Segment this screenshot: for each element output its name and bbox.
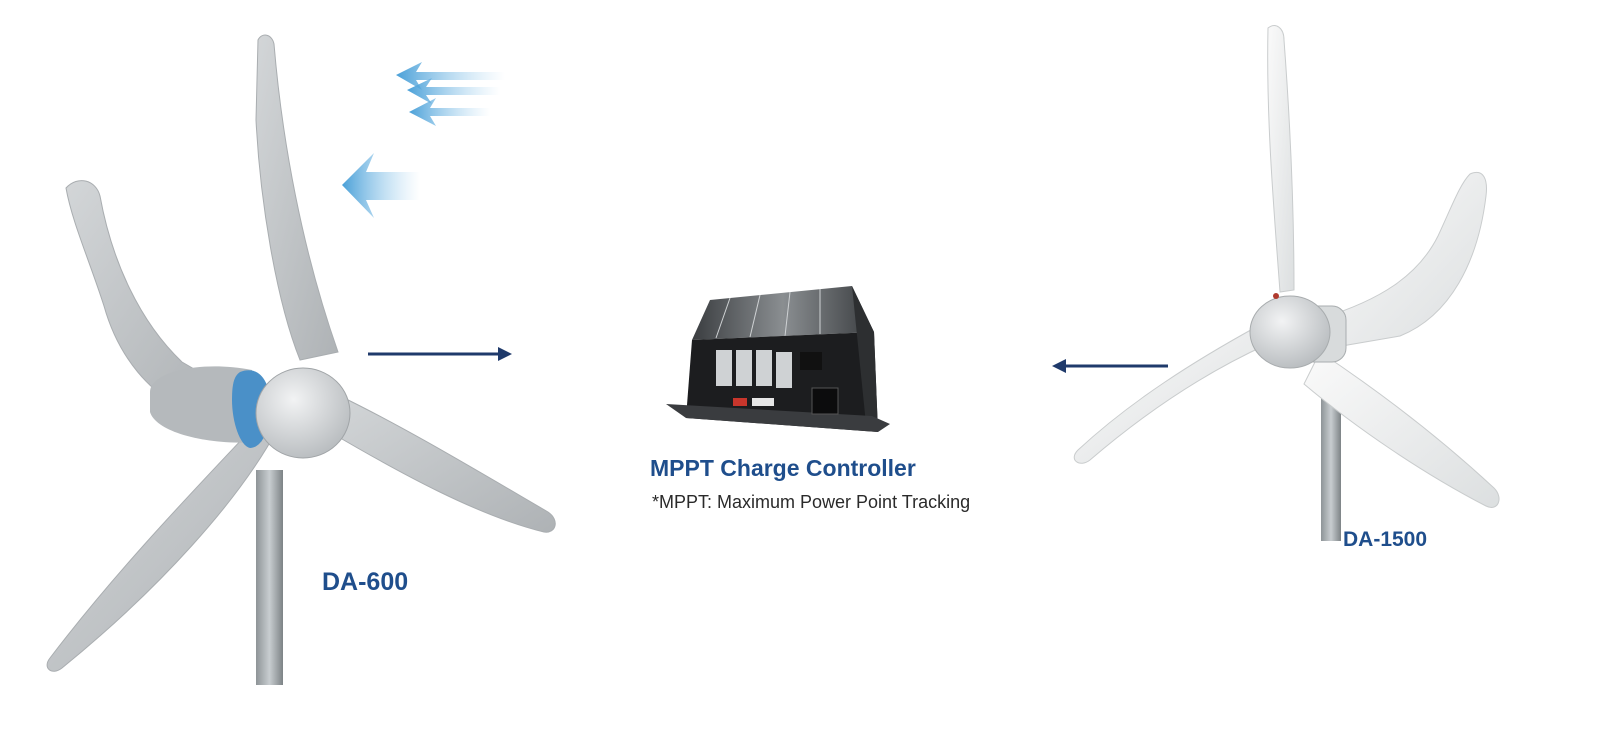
wind-arrow-icon: [342, 153, 420, 218]
flow-arrow-left-icon: [368, 347, 512, 361]
turbine-da600-icon: [46, 34, 556, 685]
wind-arrow-icon: [407, 78, 500, 104]
wind-arrows: [342, 62, 505, 218]
charge-controller-icon: [666, 286, 890, 432]
controller-title: MPPT Charge Controller: [650, 455, 916, 481]
da600-label: DA-600: [322, 568, 409, 596]
wind-arrow-icon: [409, 98, 490, 126]
flow-arrow-right-icon: [1052, 359, 1168, 373]
da1500-label: DA-1500: [1343, 528, 1428, 551]
wind-arrow-icon: [396, 62, 505, 90]
turbine-da1500-icon: [1073, 25, 1500, 541]
controller-footnote: *MPPT: Maximum Power Point Tracking: [652, 492, 971, 512]
